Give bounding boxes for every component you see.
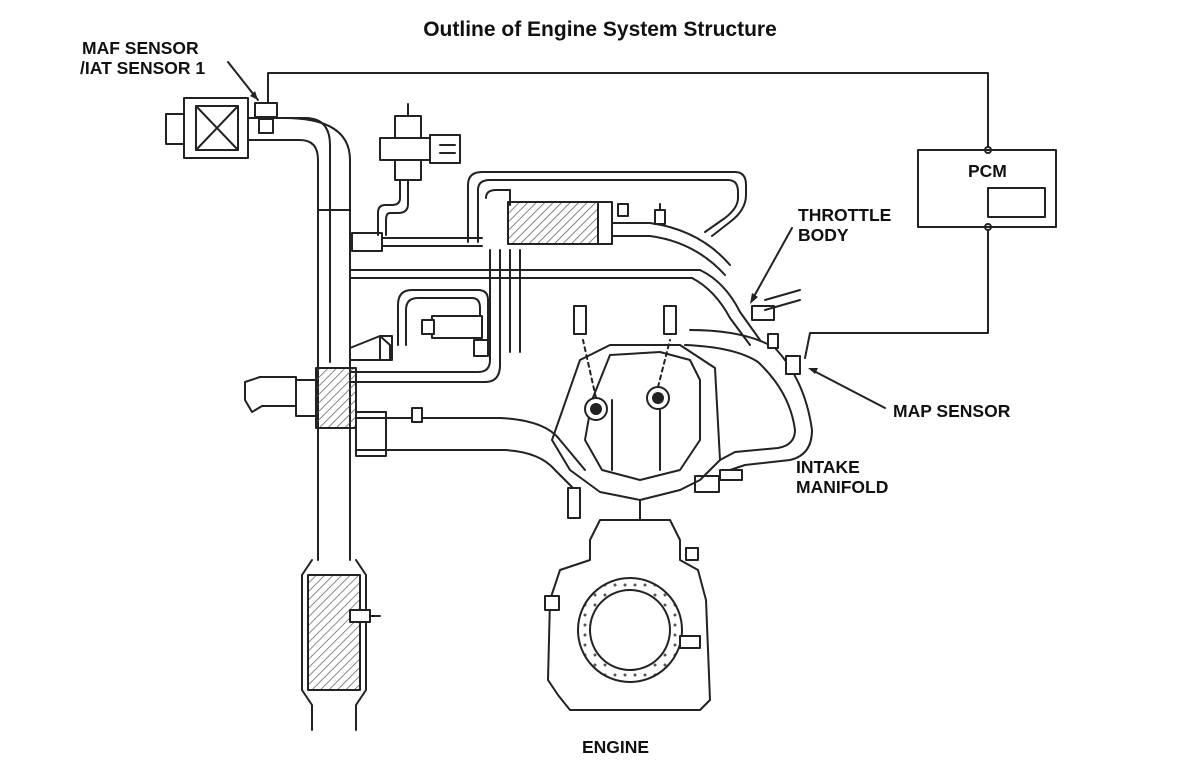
maf-sensor-label-line1: MAF SENSOR — [82, 38, 199, 58]
throttle-body-label-line1: THROTTLE — [798, 205, 892, 225]
cam-sensors — [573, 305, 677, 335]
exhaust-system — [244, 361, 381, 731]
camshafts — [582, 339, 671, 421]
air-cleaner — [165, 97, 249, 159]
maf-sensor-label-line2: /IAT SENSOR 1 — [80, 58, 206, 78]
map-sensor-label: MAP SENSOR — [893, 401, 1011, 421]
duct-canister — [351, 232, 483, 252]
engine-block — [544, 344, 721, 711]
cross-hoses — [349, 249, 761, 383]
pcm-label: PCM — [968, 161, 1007, 181]
intake-manifold-label-line2: MANIFOLD — [796, 477, 889, 497]
hose-sensor — [654, 203, 666, 225]
junction-block — [349, 335, 393, 361]
purge-valve — [377, 103, 461, 236]
pointer-arrows — [750, 227, 886, 409]
upper-hose — [467, 171, 747, 243]
vacuum-loop — [397, 289, 489, 357]
intake-duct — [247, 117, 351, 363]
intake-manifold — [684, 289, 813, 493]
charcoal-canister — [485, 189, 731, 276]
pcm-box — [917, 149, 1057, 228]
intake-runner — [355, 407, 586, 519]
intake-manifold-label-line1: INTAKE — [796, 457, 860, 477]
diagram-title: Outline of Engine System Structure — [423, 18, 777, 41]
engine-label: ENGINE — [582, 737, 650, 757]
throttle-body-label-line2: BODY — [798, 225, 849, 245]
